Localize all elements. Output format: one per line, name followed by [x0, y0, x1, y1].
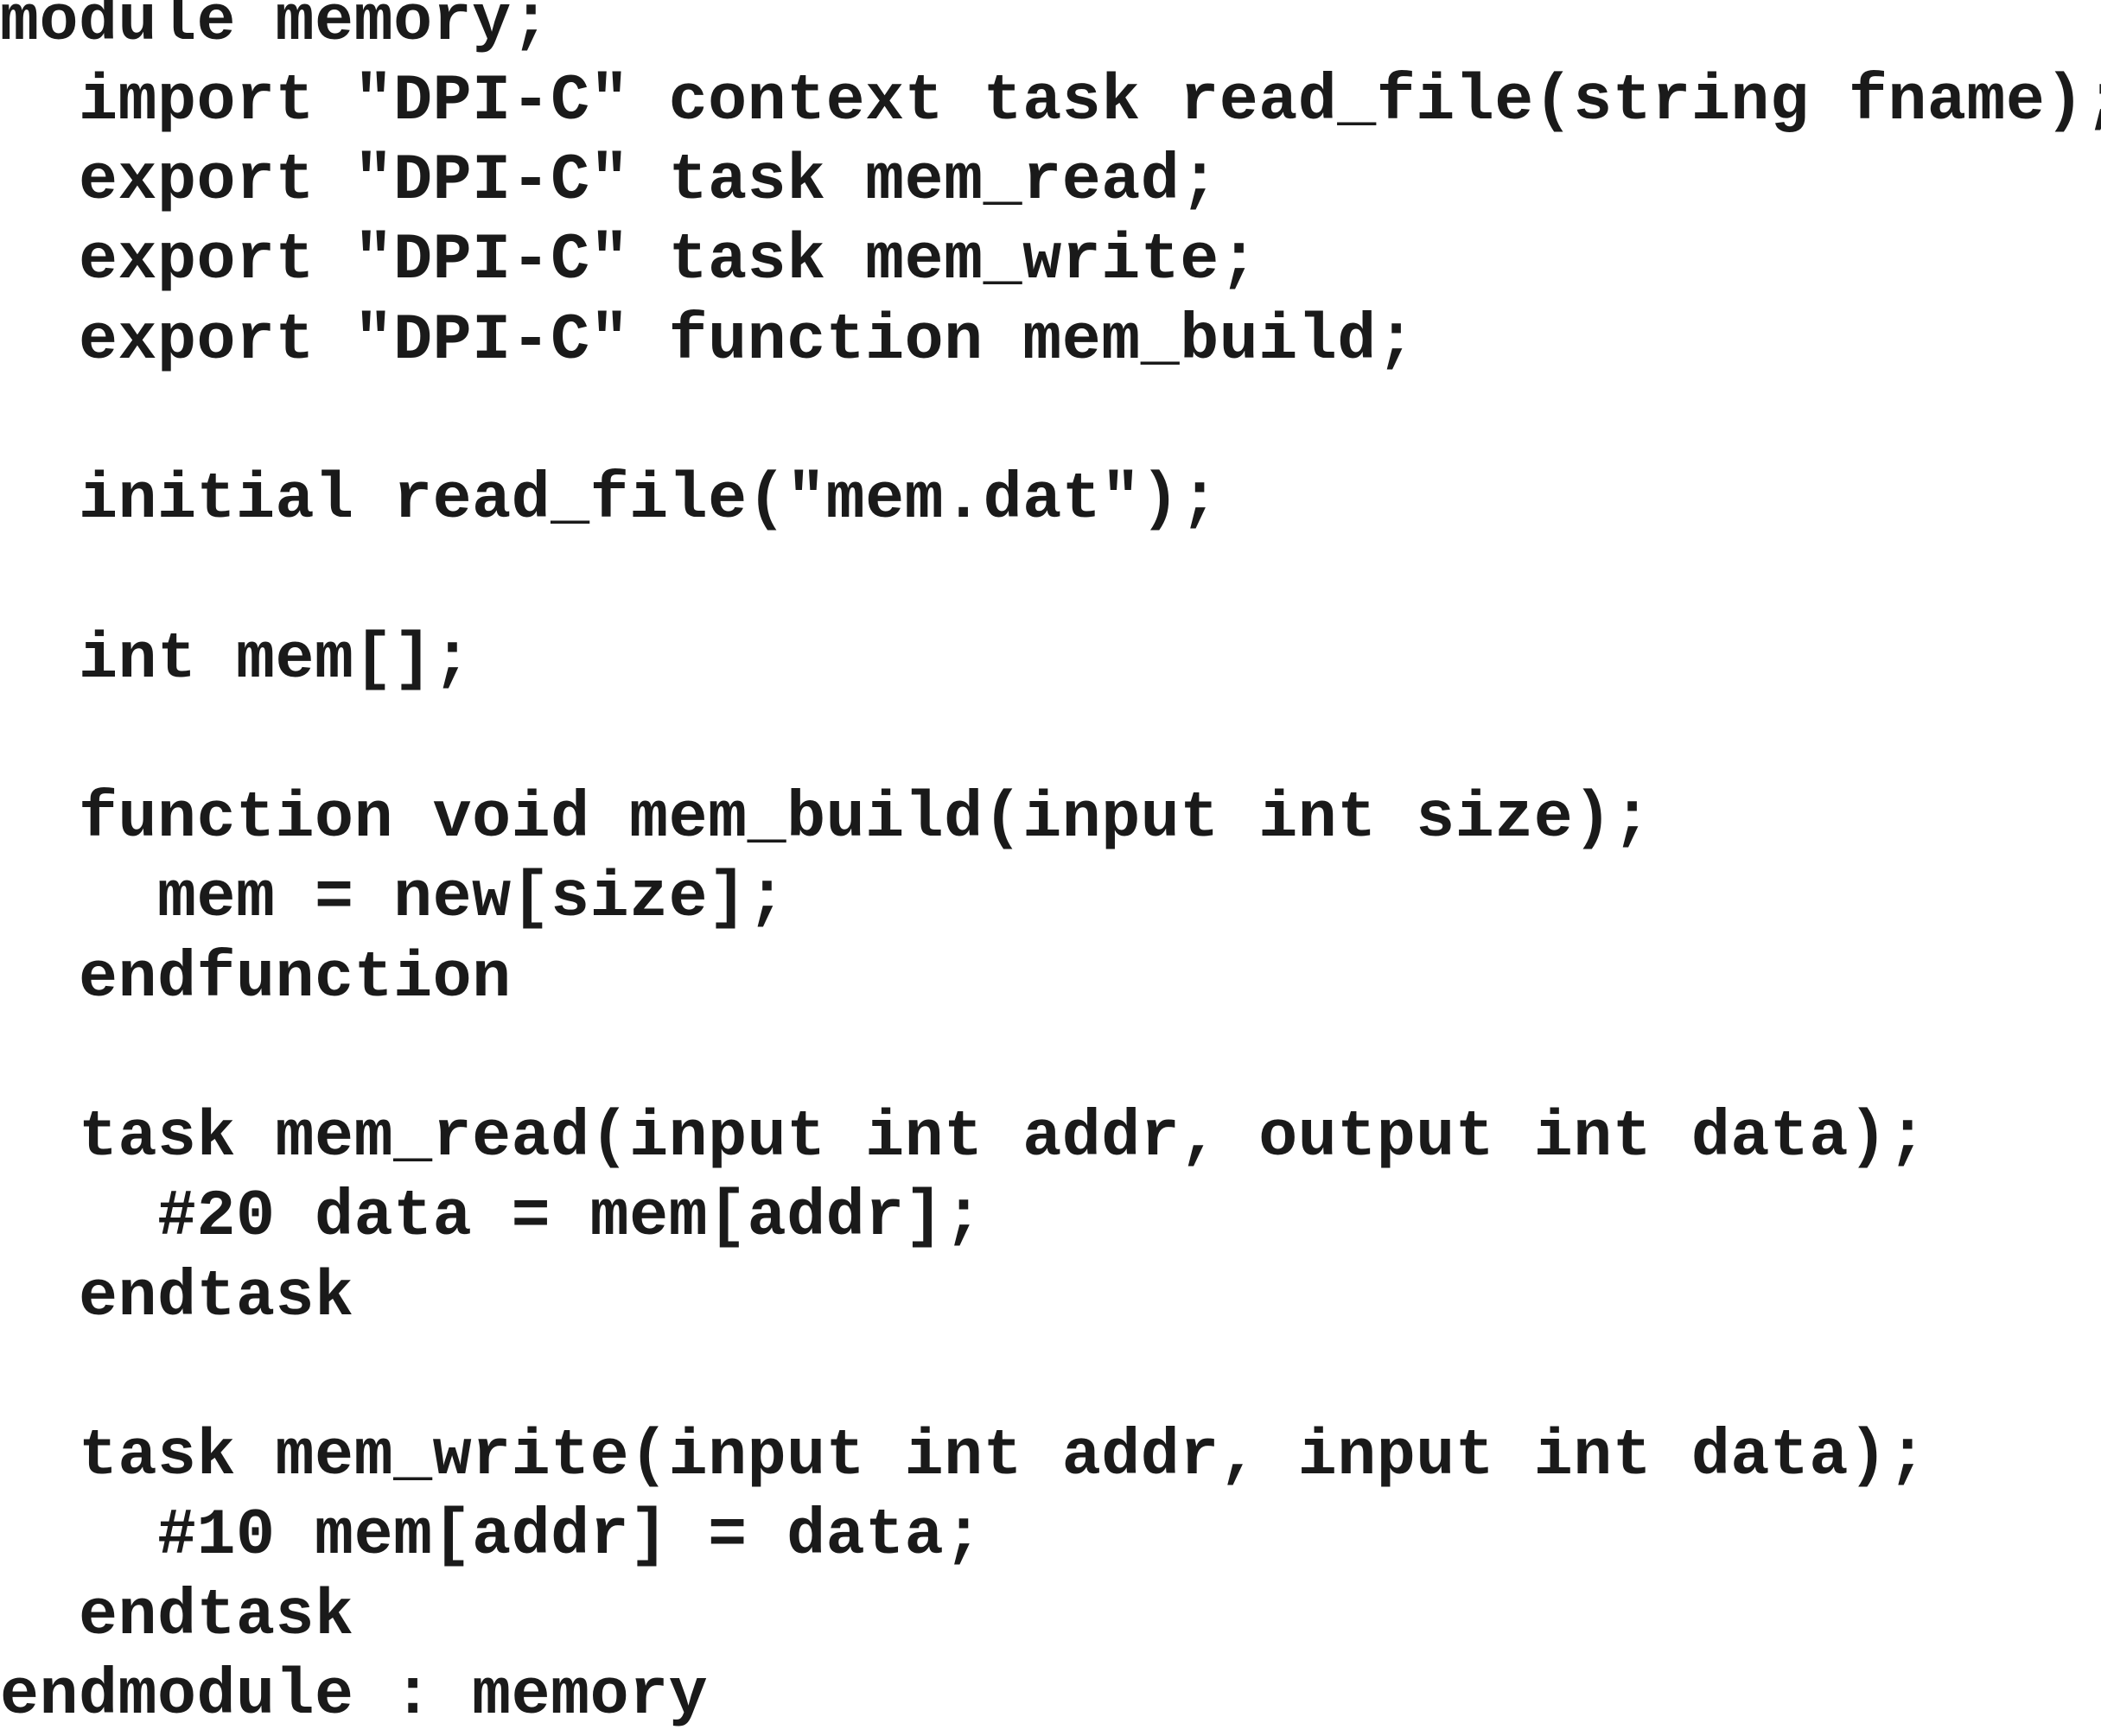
code-line: module memory;: [0, 0, 551, 59]
code-line: export "DPI-C" task mem_write;: [0, 224, 1259, 297]
code-line: endtask: [0, 1580, 354, 1653]
code-line: initial read_file("mem.dat");: [0, 463, 1219, 537]
code-line: #20 data = mem[addr];: [0, 1180, 984, 1254]
code-line: import "DPI-C" context task read_file(st…: [0, 65, 2101, 138]
code-line: mem = new[size];: [0, 862, 787, 935]
code-line: task mem_read(input int addr, output int…: [0, 1101, 1927, 1174]
code-line: export "DPI-C" task mem_read;: [0, 144, 1219, 218]
code-line: function void mem_build(input int size);: [0, 782, 1652, 855]
code-line: endfunction: [0, 942, 512, 1015]
code-line: int mem[];: [0, 623, 473, 696]
code-line: #10 mem[addr] = data;: [0, 1499, 984, 1573]
code-line: endtask: [0, 1261, 354, 1334]
code-line: task mem_write(input int addr, input int…: [0, 1420, 1927, 1493]
code-line: endmodule : memory: [0, 1659, 709, 1733]
code-line: export "DPI-C" function mem_build;: [0, 304, 1417, 378]
